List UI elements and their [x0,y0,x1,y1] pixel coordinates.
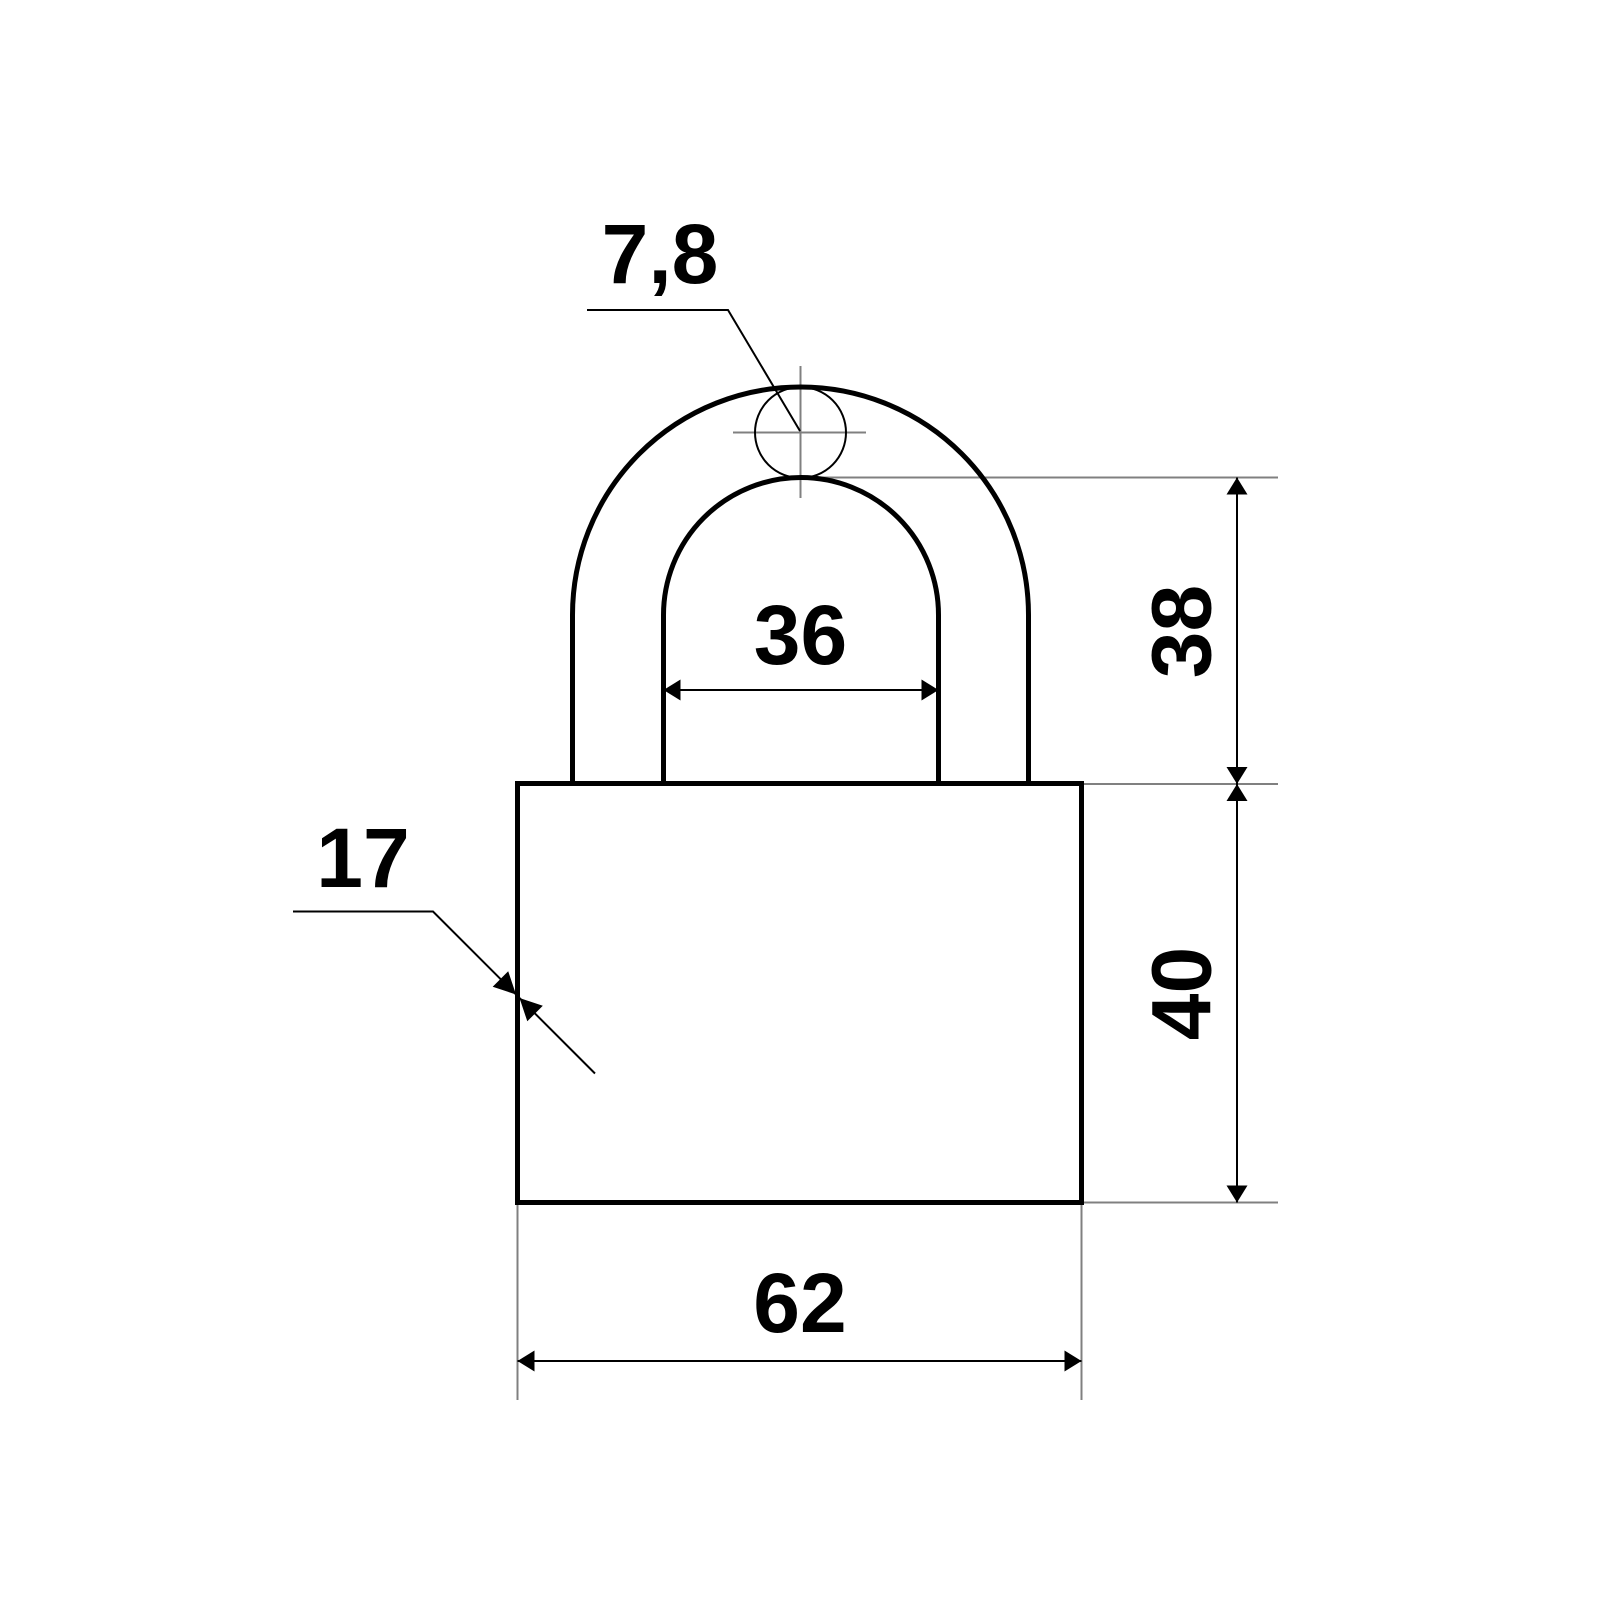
dim-label-body-depth: 17 [316,811,409,905]
arrow-38-top [1226,477,1248,495]
leader-line-body-depth [293,910,596,1075]
arrow-36-left [663,679,681,701]
dim-label-shackle-diameter: 7,8 [602,207,719,301]
shackle-wire-circle [754,386,847,479]
arrow-40-bottom [1226,1185,1248,1203]
arrow-40-top [1226,784,1248,801]
arrow-36-right [921,679,939,701]
arrow-38-bottom [1226,767,1248,784]
dim-label-body-width: 62 [753,1256,846,1350]
leader-line-shackle-diameter [587,309,801,432]
arrow-62-right [1064,1350,1082,1372]
dim-label-body-height: 40 [1135,947,1229,1040]
arrow-62-left [517,1350,535,1372]
dim-label-shackle-height: 38 [1135,585,1229,678]
arrow-17-outer [492,971,516,995]
dim-label-shackle-inner-width: 36 [754,588,847,682]
padlock-body [515,781,1084,1205]
arrow-17-inner [519,998,543,1022]
extension-lines [516,366,1278,1400]
